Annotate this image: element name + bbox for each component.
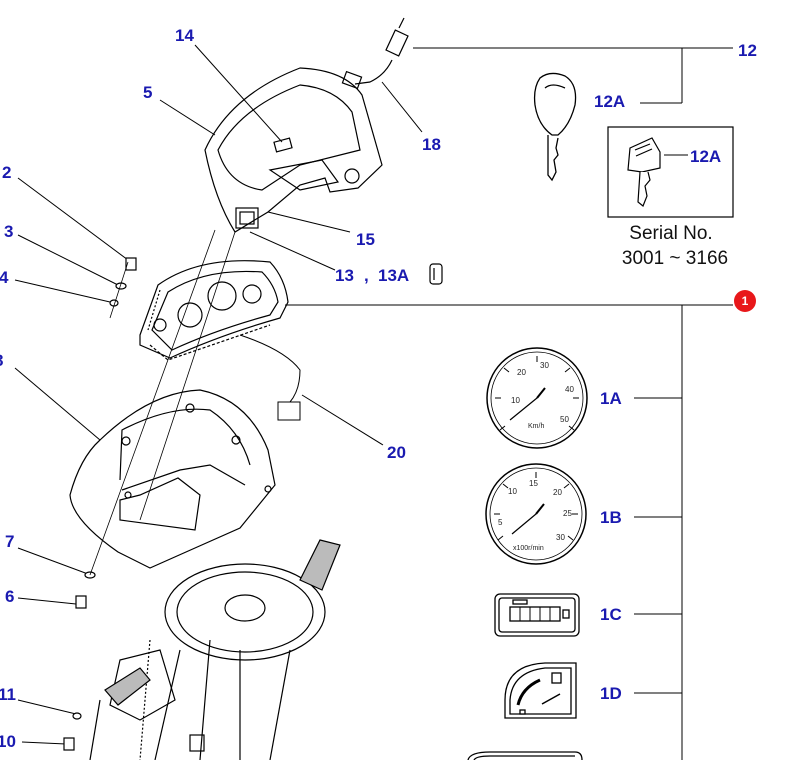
gauge-1b-unit: x100r/min xyxy=(513,545,544,552)
gauge-1a-tick-20: 20 xyxy=(517,368,526,377)
callout-1c: 1C xyxy=(600,605,622,624)
callout-12: 12 xyxy=(738,41,757,60)
leader-lines xyxy=(14,44,733,760)
guide-lines xyxy=(89,229,236,576)
callout-7: 7 xyxy=(5,532,14,551)
gauge-1b-tachometer: 5 10 15 20 25 30 x100r/min xyxy=(485,463,587,565)
callout-13-separator: , xyxy=(364,266,369,285)
callout-2: 2 xyxy=(2,163,11,182)
gauge-1a-tick-30: 30 xyxy=(540,361,549,370)
serial-box-frame xyxy=(607,126,734,218)
bottom-part-partial xyxy=(467,751,583,760)
gauge-1b-tick-15: 15 xyxy=(529,479,538,488)
callout-4: 4 xyxy=(0,268,9,287)
lower-panel-8 xyxy=(69,389,276,569)
instrument-cluster xyxy=(139,260,289,361)
gauge-1b-tick-5: 5 xyxy=(498,518,503,527)
callout-11: 11 xyxy=(0,685,16,704)
key-switch-cable-18 xyxy=(341,17,409,90)
gauge-1b-tick-25: 25 xyxy=(563,509,572,518)
gauge-1a-speedometer: 10 20 30 40 50 Km/h xyxy=(486,347,588,449)
callout-13a: 13A xyxy=(378,266,409,285)
callout-12a-key: 12A xyxy=(594,92,625,111)
circled-number-red: 1 xyxy=(734,290,756,312)
callout-1d: 1D xyxy=(600,684,622,703)
hour-meter-1c xyxy=(494,593,580,637)
gauge-1b-tick-20: 20 xyxy=(553,488,562,497)
fuel-pump-icon xyxy=(551,672,562,684)
callout-20: 20 xyxy=(387,443,406,462)
fuse-13a-icon xyxy=(429,263,443,285)
callout-15: 15 xyxy=(356,230,375,249)
ignition-key-icon xyxy=(533,72,577,182)
callout-14: 14 xyxy=(175,26,194,45)
serial-label: Serial No. xyxy=(629,223,712,244)
callout-5: 5 xyxy=(143,83,152,102)
main-item-number: 1 xyxy=(742,294,749,308)
gauge-1a-tick-50: 50 xyxy=(560,415,569,424)
callout-12a-box: 12A xyxy=(690,147,721,166)
fasteners xyxy=(63,257,137,751)
switch-lever xyxy=(104,539,341,706)
gauge-1b-tick-30: 30 xyxy=(556,533,565,542)
callout-10: 10 xyxy=(0,732,16,751)
callout-8: 8 xyxy=(0,351,3,370)
gauge-1b-tick-10: 10 xyxy=(508,487,517,496)
steering-column xyxy=(89,563,326,760)
callout-1b: 1B xyxy=(600,508,622,527)
key-variant-icon xyxy=(627,137,661,207)
gauge-1a-unit: Km/h xyxy=(528,423,544,430)
fuel-gauge-1d xyxy=(504,662,577,719)
callout-6: 6 xyxy=(5,587,14,606)
callout-3: 3 xyxy=(4,222,13,241)
callout-18: 18 xyxy=(422,135,441,154)
serial-range: 3001 ~ 3166 xyxy=(622,248,728,269)
callout-13: 13 xyxy=(335,266,354,285)
callout-1a: 1A xyxy=(600,389,622,408)
instrument-cover-5 xyxy=(204,67,383,233)
gauge-1a-tick-10: 10 xyxy=(511,396,520,405)
gauge-1a-tick-40: 40 xyxy=(565,385,574,394)
wire-harness-20 xyxy=(239,334,301,421)
